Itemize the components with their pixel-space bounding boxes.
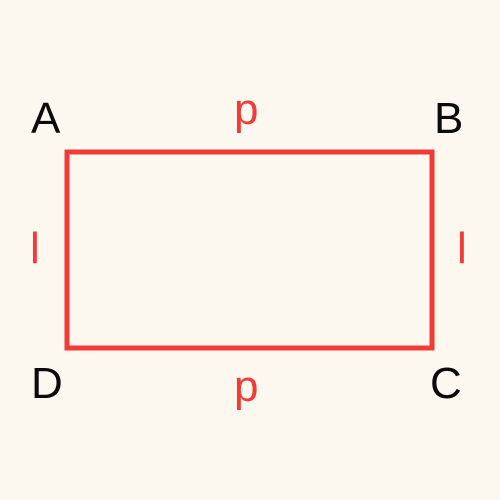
rectangle-abcd — [64, 149, 435, 351]
vertex-label-c: C — [430, 359, 462, 408]
side-label-bottom: p — [234, 362, 259, 411]
side-label-top: p — [234, 85, 259, 134]
vertex-label-d: D — [31, 359, 63, 408]
vertex-label-a: A — [31, 94, 61, 143]
vertex-label-b: B — [434, 94, 464, 143]
side-label-left: l — [30, 224, 40, 273]
side-label-right: l — [457, 224, 467, 273]
